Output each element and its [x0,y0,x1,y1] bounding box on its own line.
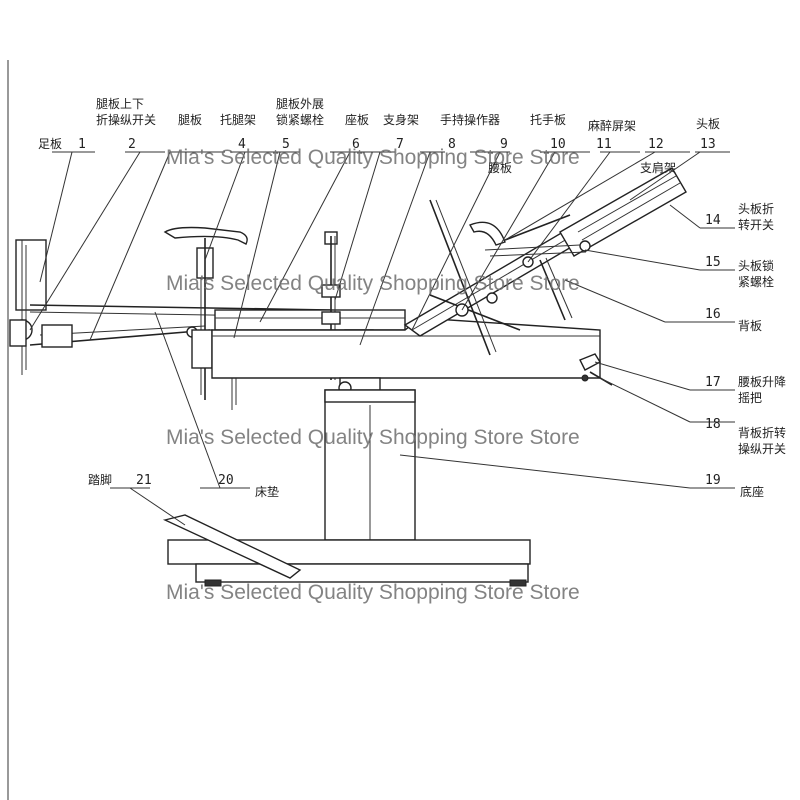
label-18-text-a: 背板折转 [738,425,786,440]
leg-holder [163,226,248,245]
label-2-num: 2 [128,137,136,152]
label-17-num: 17 [705,375,721,390]
shoulder-support [468,221,506,246]
label-2-text-b: 折操纵开关 [96,112,156,127]
label-21-num: 21 [136,473,152,488]
label-9-text: 腰板 [488,161,512,175]
label-2-text-a: 腿板上下 [96,97,144,111]
label-16-num: 16 [705,307,721,322]
foot-board [15,239,47,311]
label-14-text-b: 转开关 [738,217,774,232]
label-9-num: 9 [500,137,508,152]
label-12-text: 支肩架 [640,160,676,175]
label-4-num: 4 [238,137,246,152]
label-20-text: 床垫 [255,484,279,499]
labels: 足板 1 腿板上下 折操纵开关 2 腿板 托腿架 4 腿板外展 锁紧螺栓 5 座… [38,97,786,499]
watermark-3: Mia's Selected Quality Shopping Store St… [166,426,580,449]
label-15-text-a: 头板锁 [738,258,774,273]
label-5-text-b: 锁紧螺栓 [276,112,324,127]
label-1-text: 足板 [38,137,62,151]
anesthesia-frame [539,259,566,321]
label-16-text: 背板 [738,319,762,333]
label-13-num: 13 [700,137,716,152]
label-4-text: 托腿架 [220,113,256,127]
waist-crank [579,353,601,371]
label-5-text-a: 腿板外展 [276,97,324,111]
label-7-num: 7 [396,137,404,152]
label-18-text-b: 操纵开关 [738,441,786,456]
label-8-text: 手持操作器 [440,112,500,127]
label-18-num: 18 [705,417,721,432]
label-17-text-b: 摇把 [738,391,762,405]
watermarks: Mia's Selected Quality Shopping Store St… [166,146,580,604]
label-15-num: 15 [705,255,721,270]
label-20-num: 20 [218,473,234,488]
label-1-num: 1 [78,137,86,152]
label-14-num: 14 [705,213,721,228]
leg-board-top [29,304,331,311]
label-3-text: 腿板 [178,113,202,127]
watermark-4: Mia's Selected Quality Shopping Store St… [166,581,580,604]
label-6-num: 6 [352,137,360,152]
label-21-text: 踏脚 [88,472,112,487]
table-body [211,317,601,379]
label-13-text: 头板 [696,117,720,131]
arm-board [429,199,491,356]
table-drawing [9,167,687,587]
seat-board [214,309,406,331]
label-12-num: 12 [648,137,664,152]
watermark-2: Mia's Selected Quality Shopping Store St… [166,272,580,295]
head-board-switch [579,240,591,252]
label-6-text: 座板 [345,112,369,127]
label-8-num: 8 [448,137,456,152]
foot-pedal [162,514,302,579]
label-11-text: 麻醉屏架 [588,118,636,133]
watermark-1: Mia's Selected Quality Shopping Store St… [166,146,580,169]
label-17-text-a: 腰板升降 [738,375,786,389]
label-14-text-a: 头板折 [738,201,774,216]
label-15-text-b: 紧螺栓 [738,274,774,289]
label-10-text: 托手板 [530,113,566,127]
label-7-text: 支身架 [383,112,419,127]
label-5-num: 5 [282,137,290,152]
label-10-num: 10 [550,137,566,152]
leader-lines [29,151,735,526]
label-19-text: 底座 [740,484,764,499]
label-11-num: 11 [596,137,612,152]
label-19-num: 19 [705,473,721,488]
